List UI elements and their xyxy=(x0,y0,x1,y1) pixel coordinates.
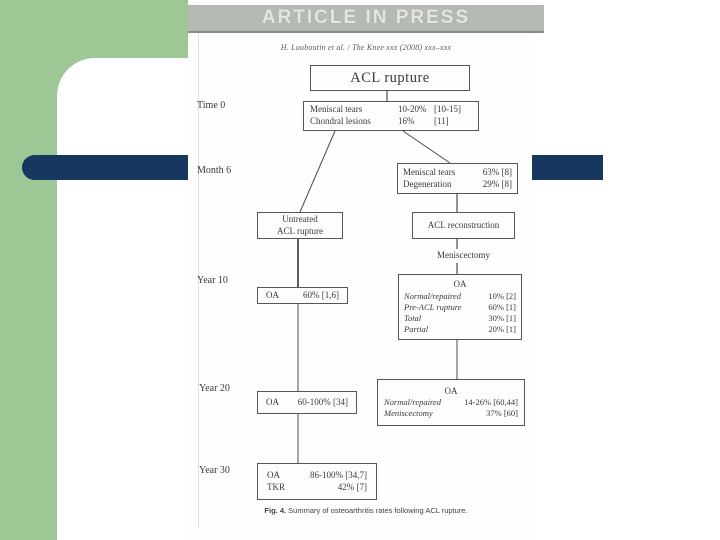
timeline-label-year-30: Year 30 xyxy=(199,465,230,476)
outcome-value: 20% [1] xyxy=(488,323,516,334)
table-row: Meniscal tears 63% [8] xyxy=(398,167,517,179)
outcome-label: Meniscectomy xyxy=(384,408,433,419)
outcome-ref: [11] xyxy=(434,116,449,126)
outcome-label: Meniscal tears xyxy=(403,166,456,177)
year20-untreated-oa-box: OA 60-100% [34] xyxy=(257,391,357,414)
banner-text: ARTICLE IN PRESS xyxy=(261,7,471,28)
outcome-label: Normal/repaired xyxy=(404,290,461,301)
table-row: Pre-ACL rupture 60% [1] xyxy=(399,302,521,313)
figure-caption: Fig. 4. Summary of osteoarthritis rates … xyxy=(188,506,544,515)
outcome-value: 37% [60] xyxy=(486,408,518,419)
table-row: Degeneration 29% [8] xyxy=(398,179,517,191)
acl-rupture-box: ACL rupture xyxy=(310,65,470,91)
article-in-press-banner: ARTICLE IN PRESS xyxy=(188,5,544,33)
outcome-label: OA xyxy=(266,289,279,300)
outcome-value: 10-20% xyxy=(398,104,427,115)
table-row: OA 60% [1,6] xyxy=(258,290,347,302)
timeline-label-time-0: Time 0 xyxy=(197,100,226,111)
outcome-label: Meniscal tears xyxy=(310,104,363,115)
outcome-label: Pre-ACL rupture xyxy=(404,301,462,312)
outcome-value: 10% [2] xyxy=(488,290,516,301)
year20-reconstruction-oa-box: OA Normal/repaired 14-26% [60,44] Menisc… xyxy=(377,379,525,426)
table-row: Meniscal tears 10-20% [10-15] xyxy=(304,104,478,116)
running-head-citation: H. Louboutin et al. / The Knee xxx (2008… xyxy=(280,43,452,52)
meniscectomy-label: Meniscectomy xyxy=(437,250,490,260)
outcome-label: TKR xyxy=(267,481,285,492)
scan-edge-line xyxy=(198,32,199,528)
table-row: OA 86-100% [34,7] xyxy=(258,470,376,482)
reconstruction-label: ACL reconstruction xyxy=(427,219,500,230)
outcome-label: Normal/repaired xyxy=(384,397,441,408)
outcome-label: OA xyxy=(266,396,279,407)
outcome-label: Chondral lesions xyxy=(310,116,371,126)
outcome-ref: [10-15] xyxy=(434,104,461,115)
oa-header: OA xyxy=(444,385,458,396)
acl-rupture-label: ACL rupture xyxy=(350,69,430,86)
figure-caption-text: Summary of osteoarthritis rates followin… xyxy=(286,506,468,515)
year10-reconstruction-oa-box: OA Normal/repaired 10% [2] Pre-ACL ruptu… xyxy=(398,274,522,340)
table-row: Normal/repaired 10% [2] xyxy=(399,291,521,302)
outcome-value: 60% [1] xyxy=(488,301,516,312)
untreated-line1: Untreated xyxy=(282,213,318,224)
table-row: Meniscectomy 37% [60] xyxy=(378,408,524,419)
table-row: Chondral lesions 16% [11] xyxy=(304,116,478,128)
outcome-value: 60-100% [34] xyxy=(297,396,348,407)
year10-untreated-oa-box: OA 60% [1,6] xyxy=(257,287,348,304)
table-row: Total 30% [1] xyxy=(399,313,521,324)
outcome-value: 14-26% [60,44] xyxy=(464,397,518,408)
outcome-value: 30% [1] xyxy=(488,312,516,323)
table-row: Normal/repaired 14-26% [60,44] xyxy=(378,397,524,408)
outcome-value: 86-100% [34,7] xyxy=(310,469,367,480)
outcome-label: OA xyxy=(267,469,280,480)
outcome-value: 16% xyxy=(398,116,415,126)
outcome-value: 60% [1,6] xyxy=(303,289,339,300)
outcome-value: 29% [8] xyxy=(482,178,512,189)
table-row: TKR 42% [7] xyxy=(258,482,376,494)
outcome-label: Partial xyxy=(404,323,429,334)
figure-caption-label: Fig. 4. xyxy=(264,506,287,515)
outcome-label: Total xyxy=(404,312,422,323)
timeline-label-month-6: Month 6 xyxy=(197,165,232,176)
time0-outcomes-box: Meniscal tears 10-20% [10-15] Chondral l… xyxy=(303,101,479,131)
outcome-value: 63% [8] xyxy=(482,166,512,177)
table-row: Partial 20% [1] xyxy=(399,324,521,335)
untreated-acl-rupture-box: Untreated ACL rupture xyxy=(257,212,343,239)
timeline-label-year-10: Year 10 xyxy=(197,275,228,286)
timeline-label-year-20: Year 20 xyxy=(199,383,230,394)
table-row: OA 60-100% [34] xyxy=(258,397,356,409)
month6-outcomes-box: Meniscal tears 63% [8] Degeneration 29% … xyxy=(397,163,518,194)
untreated-line2: ACL rupture xyxy=(277,225,323,236)
oa-header: OA xyxy=(453,279,467,290)
outcome-label: Degeneration xyxy=(403,178,452,189)
acl-reconstruction-box: ACL reconstruction xyxy=(412,212,515,239)
outcome-value: 42% [7] xyxy=(337,481,367,492)
year30-outcomes-box: OA 86-100% [34,7] TKR 42% [7] xyxy=(257,463,377,500)
